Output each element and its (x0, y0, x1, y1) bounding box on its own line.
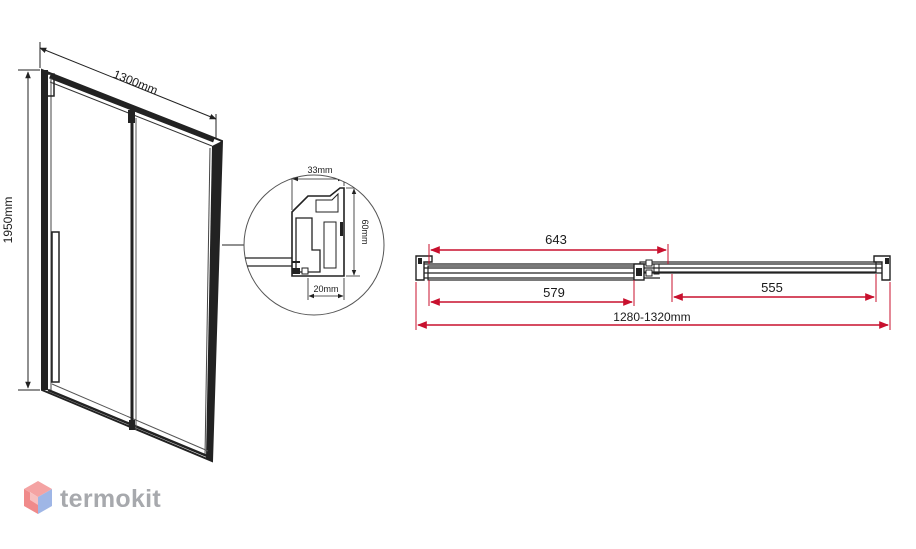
roller-bottom (129, 420, 135, 430)
brand-logo: termokit (24, 481, 161, 514)
dim-579: 579 (428, 280, 635, 306)
profile-detail: 33mm 60mm 20mm (243, 165, 385, 316)
profile-section (291, 187, 345, 277)
logo-text: termokit (60, 485, 161, 513)
total-width-label: 1280-1320mm (613, 310, 690, 324)
height-label: 1950mm (1, 197, 15, 244)
dim-total: 1280-1320mm (415, 282, 891, 330)
dim-555: 555 (671, 274, 877, 302)
front-view (41, 68, 224, 463)
plan-view: 643 579 555 1280-1320mm (415, 232, 891, 330)
dim-643: 643 (428, 232, 669, 264)
left-wall-profile (42, 70, 48, 390)
roller-top (128, 110, 135, 123)
right-wall-profile (206, 141, 222, 461)
profile-height-label: 60mm (360, 219, 370, 244)
lower-left-label: 579 (543, 285, 565, 300)
cube-logo-icon (24, 481, 52, 514)
upper-panel-label: 643 (545, 232, 567, 247)
profile-bottom-width-label: 20mm (313, 284, 338, 294)
height-dimension: 1950mm (1, 69, 40, 391)
door-handle (51, 231, 60, 383)
profile-top-width-label: 33mm (307, 165, 332, 175)
width-label: 1300mm (111, 67, 160, 97)
lower-right-label: 555 (761, 280, 783, 295)
